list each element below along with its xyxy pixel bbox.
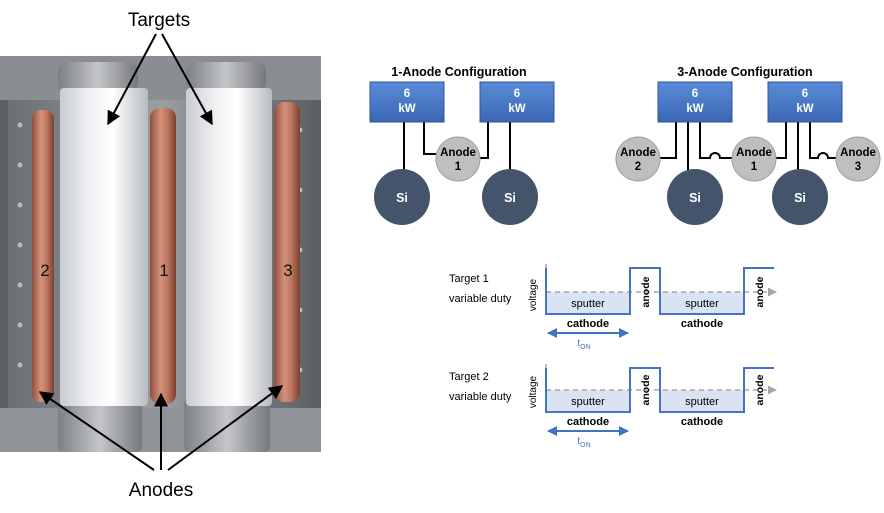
anode-circle-label: Anode — [620, 147, 656, 159]
sputter-label: sputter — [571, 396, 605, 408]
power-supply-box — [767, 81, 843, 123]
power-supply-value: 6 — [514, 88, 520, 100]
anode-circle-number: 3 — [855, 161, 861, 173]
anode-number-2: 2 — [40, 261, 49, 280]
cathode-label: cathode — [567, 416, 609, 428]
si-target-circle — [667, 169, 723, 225]
one-anode-configuration: 1-Anode Configuration 6 kW 6 kW Anode 1 … — [369, 65, 555, 225]
anodes-arrow-left — [38, 391, 155, 471]
targets-arrow-right — [161, 33, 213, 126]
ton-label: tON — [577, 436, 590, 449]
anode-number-1: 1 — [159, 261, 168, 280]
power-supply-unit: kW — [686, 103, 703, 115]
anode-circle-number: 1 — [751, 161, 758, 173]
anode-circle-label: Anode — [736, 147, 772, 159]
power-supply-value: 6 — [692, 88, 698, 100]
sputter-region — [660, 390, 744, 412]
one-anode-wiring — [403, 120, 511, 170]
voltage-axis-label: voltage — [528, 375, 539, 408]
pulse-waveform — [545, 267, 774, 315]
anode-circle-label: Anode — [840, 147, 876, 159]
power-supply-box — [657, 81, 733, 123]
anode-circle — [435, 136, 481, 182]
si-target-label: Si — [396, 191, 408, 205]
three-anode-configuration: 3-Anode Configuration 6 kW 6 kW Anode 2 … — [615, 65, 881, 225]
power-supply-value: 6 — [404, 88, 410, 100]
target-cap-top-left — [58, 62, 138, 92]
target-cylinder-right — [186, 88, 272, 406]
anode-circle — [731, 136, 777, 182]
target-cap-top-right — [186, 62, 266, 92]
power-supply-value: 6 — [802, 88, 808, 100]
anode-phase-label: anode — [754, 276, 766, 307]
anode-circle-number: 1 — [455, 161, 462, 173]
anodes-label: Anodes — [129, 480, 193, 501]
anode-phase-label: anode — [640, 276, 652, 307]
anodes-arrow-right — [167, 385, 284, 471]
targets-label: Targets — [128, 10, 190, 31]
three-anode-title: 3-Anode Configuration — [677, 65, 812, 79]
voltage-axis-label: voltage — [528, 278, 539, 311]
power-supply-unit: kW — [398, 103, 415, 115]
one-anode-title: 1-Anode Configuration — [391, 65, 526, 79]
anode-circle-label: Anode — [440, 147, 476, 159]
anode-rod-3 — [274, 102, 300, 402]
cathode-label: cathode — [681, 416, 723, 428]
sputter-region — [660, 292, 744, 314]
anode-rod-2 — [32, 110, 54, 402]
ton-label: tON — [577, 338, 590, 351]
three-anode-wiring — [660, 120, 838, 170]
sputter-region — [546, 292, 630, 314]
magnetron-photo: 2 1 3 — [0, 56, 321, 452]
top-frame — [0, 56, 321, 100]
target-cap-bottom-right — [184, 398, 270, 452]
anode-circle — [615, 136, 661, 182]
sputter-label: sputter — [685, 298, 719, 310]
waveform-target-label: Target 1 — [449, 273, 489, 285]
si-target-label: Si — [689, 191, 701, 205]
waveform-duty-label: variable duty — [449, 391, 512, 403]
anode-circle-number: 2 — [635, 161, 641, 173]
anode-number-3: 3 — [283, 261, 292, 280]
target-cylinder-left — [60, 88, 148, 406]
si-target-label: Si — [794, 191, 806, 205]
waveform-duty-label: variable duty — [449, 293, 512, 305]
waveform-target-1: Target 1 variable duty voltage sputter s… — [449, 264, 777, 351]
power-supply-unit: kW — [796, 103, 813, 115]
anode-phase-label: anode — [754, 374, 766, 405]
cathode-label: cathode — [567, 318, 609, 330]
sputter-label: sputter — [685, 396, 719, 408]
waveform-target-2: Target 2 variable duty voltage sputter s… — [449, 364, 777, 449]
power-supply-box — [479, 81, 555, 123]
cathode-label: cathode — [681, 318, 723, 330]
power-supply-unit: kW — [508, 103, 525, 115]
si-target-circle — [374, 169, 430, 225]
waveform-target-label: Target 2 — [449, 371, 489, 383]
power-supply-box — [369, 81, 445, 123]
si-target-circle — [482, 169, 538, 225]
target-cap-bottom-left — [58, 398, 142, 452]
targets-arrow-left — [107, 33, 157, 126]
si-target-label: Si — [504, 191, 516, 205]
anode-rod-1 — [150, 108, 176, 404]
sputter-region — [546, 390, 630, 412]
si-target-circle — [772, 169, 828, 225]
sputter-label: sputter — [571, 298, 605, 310]
pulse-waveform — [545, 367, 774, 413]
anode-circle — [835, 136, 881, 182]
anode-phase-label: anode — [640, 374, 652, 405]
